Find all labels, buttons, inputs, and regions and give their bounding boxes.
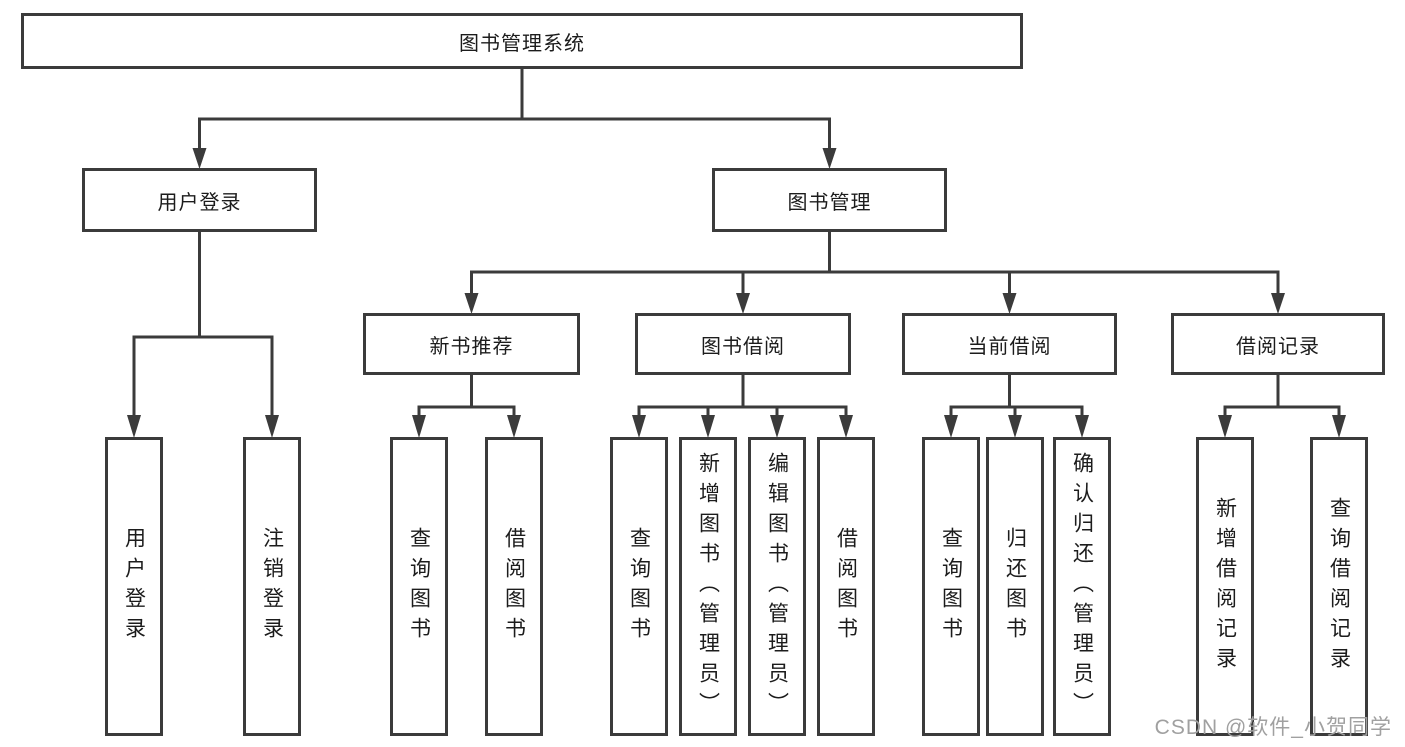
connector-book-management-split: [464, 232, 1285, 314]
connector-borrow-records-split: [1218, 374, 1346, 438]
connector-current-borrow-split: [944, 374, 1089, 438]
node-leaf-user-login: 用户登录: [105, 437, 163, 736]
connector-book-borrow-split: [632, 374, 853, 438]
node-root: 图书管理系统: [21, 13, 1023, 69]
connector-root-split: [192, 69, 837, 169]
node-book-borrowing: 图书借阅: [635, 313, 851, 375]
node-leaf-edit-book-admin: 编辑图书（管理员）: [748, 437, 806, 736]
node-current-borrowing: 当前借阅: [902, 313, 1117, 375]
node-leaf-query-books-2: 查询图书: [610, 437, 668, 736]
node-leaf-add-book-admin: 新增图书（管理员）: [679, 437, 737, 736]
node-borrowing-records: 借阅记录: [1171, 313, 1385, 375]
node-leaf-borrow-books-1: 借阅图书: [485, 437, 543, 736]
node-user-login: 用户登录: [82, 168, 317, 232]
node-new-book-recommend: 新书推荐: [363, 313, 580, 375]
connector-user-login-split: [127, 231, 279, 438]
node-leaf-logout: 注销登录: [243, 437, 301, 736]
node-leaf-return-book: 归还图书: [986, 437, 1044, 736]
node-leaf-confirm-return-admin: 确认归还（管理员）: [1053, 437, 1111, 736]
node-leaf-query-books-3: 查询图书: [922, 437, 980, 736]
watermark: CSDN @软件_小贺同学: [1154, 716, 1392, 739]
connector-new-book-split: [412, 374, 521, 438]
node-leaf-query-books-1: 查询图书: [390, 437, 448, 736]
node-leaf-add-borrow-record: 新增借阅记录: [1196, 437, 1254, 736]
node-leaf-borrow-books-2: 借阅图书: [817, 437, 875, 736]
node-book-management: 图书管理: [712, 168, 947, 232]
node-leaf-query-borrow-record: 查询借阅记录: [1310, 437, 1368, 736]
